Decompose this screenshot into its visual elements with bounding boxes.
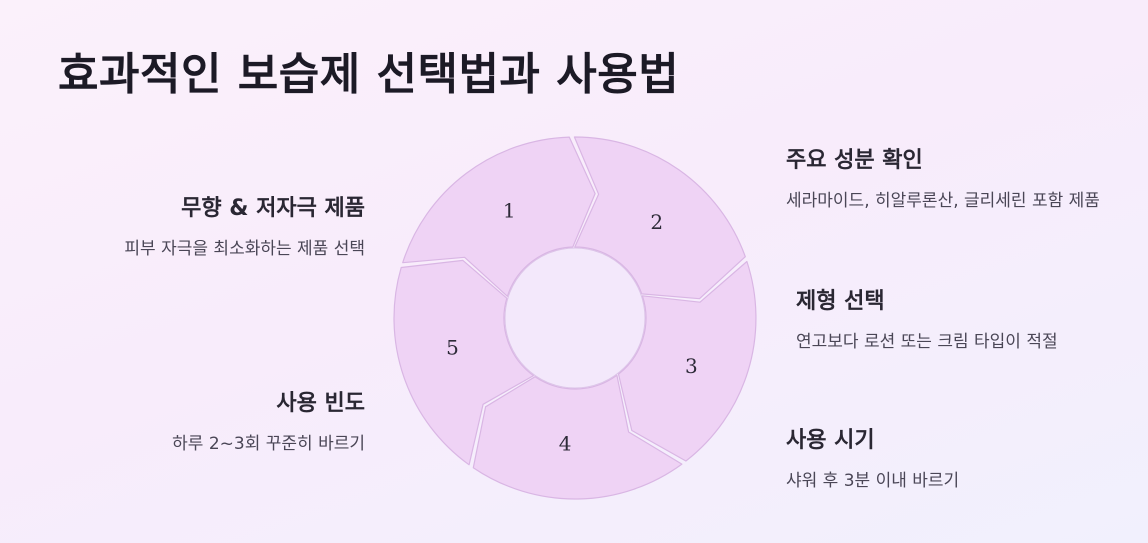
cycle-segment-number-4: 4: [559, 432, 572, 456]
step-5-text: 사용 빈도 하루 2~3회 꾸준히 바르기: [45, 385, 365, 458]
cycle-segment-number-5: 5: [446, 335, 459, 359]
cycle-center: [504, 247, 646, 389]
cycle-segment-5: [393, 259, 535, 466]
cycle-segment-3: [617, 260, 757, 462]
page-title: 효과적인 보습제 선택법과 사용법: [58, 49, 680, 100]
cycle-segment-number-3: 3: [685, 354, 698, 378]
step-1-desc: 피부 자극을 최소화하는 제품 선택: [124, 239, 365, 259]
cycle-segment-2: [573, 136, 746, 300]
cycle-segment-number-2: 2: [650, 210, 663, 234]
cycle-segment-1: [402, 136, 596, 297]
step-3-desc: 연고보다 로션 또는 크림 타입이 적절: [796, 332, 1058, 352]
step-1-title: 무향 & 저자극 제품: [181, 196, 365, 221]
step-2-desc: 세라마이드, 히알루론산, 글리세린 포함 제품: [786, 191, 1100, 211]
step-1-text: 무향 & 저자극 제품 피부 자극을 최소화하는 제품 선택: [45, 190, 365, 263]
cycle-segment-4: [472, 374, 683, 500]
step-2-text: 주요 성분 확인 세라마이드, 히알루론산, 글리세린 포함 제품: [786, 142, 1106, 215]
step-5-title: 사용 빈도: [276, 391, 365, 416]
step-2-title: 주요 성분 확인: [786, 148, 923, 173]
cycle-segment-number-1: 1: [503, 199, 516, 223]
step-4-desc: 샤워 후 3분 이내 바르기: [786, 471, 960, 491]
step-4-text: 사용 시기 샤워 후 3분 이내 바르기: [786, 422, 1116, 495]
step-3-title: 제형 선택: [796, 289, 885, 314]
step-3-text: 제형 선택 연고보다 로션 또는 크림 타입이 적절: [796, 283, 1096, 356]
step-4-title: 사용 시기: [786, 428, 875, 453]
cycle-diagram: 1 2 3 4 5: [393, 136, 757, 500]
step-5-desc: 하루 2~3회 꾸준히 바르기: [172, 434, 365, 454]
